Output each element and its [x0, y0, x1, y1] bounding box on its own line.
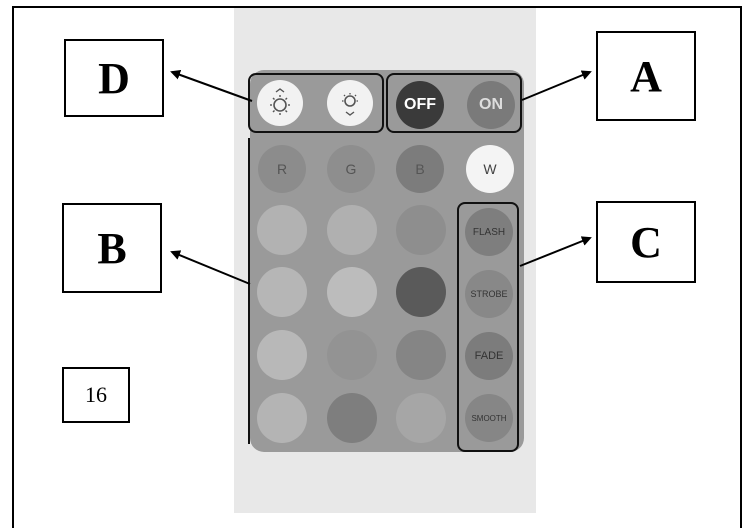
strobe-label: STROBE: [470, 289, 508, 299]
flash-label: FLASH: [472, 226, 506, 238]
fade-button[interactable]: FADE: [465, 332, 513, 380]
off-button[interactable]: OFF: [396, 81, 444, 129]
color-button[interactable]: [257, 267, 307, 317]
page-number-box: 16: [62, 367, 130, 423]
smooth-button[interactable]: SMOOTH: [465, 394, 513, 442]
callout-b: B: [62, 203, 162, 293]
arrow-b: [170, 250, 251, 285]
flash-button[interactable]: FLASH: [465, 208, 513, 256]
callout-arrows: [170, 70, 592, 285]
red-label: R: [276, 161, 288, 177]
off-label: OFF: [404, 96, 436, 113]
arrow-a: [521, 70, 592, 101]
fade-label: FADE: [474, 350, 504, 362]
blue-button[interactable]: B: [396, 145, 444, 193]
group-a-outline: [386, 73, 522, 133]
color-button[interactable]: [396, 393, 446, 443]
green-button[interactable]: G: [327, 145, 375, 193]
green-label: G: [345, 161, 357, 177]
color-button[interactable]: [327, 205, 377, 255]
white-label: W: [483, 161, 497, 177]
remote-body: [250, 70, 524, 452]
color-button[interactable]: [257, 393, 307, 443]
callout-c: C: [596, 201, 696, 283]
callout-d: D: [64, 39, 164, 117]
page-number: 16: [85, 382, 107, 407]
color-button[interactable]: [396, 330, 446, 380]
blue-label: B: [415, 161, 425, 177]
color-button[interactable]: [327, 267, 377, 317]
smooth-label: SMOOTH: [471, 413, 507, 423]
white-button[interactable]: W: [466, 145, 514, 193]
arrow-c: [519, 236, 592, 267]
on-label: ON: [479, 96, 503, 113]
on-button[interactable]: ON: [467, 81, 515, 129]
color-button[interactable]: [396, 267, 446, 317]
group-b-bracket: [248, 138, 260, 444]
red-button[interactable]: R: [258, 145, 306, 193]
group-c-outline: [457, 202, 519, 452]
brightness-down-button[interactable]: [327, 80, 373, 126]
color-button[interactable]: [257, 205, 307, 255]
arrow-d: [170, 70, 253, 102]
color-button[interactable]: [327, 330, 377, 380]
color-button[interactable]: [327, 393, 377, 443]
brightness-up-icon: [270, 88, 290, 115]
callout-a: A: [596, 31, 696, 121]
color-button[interactable]: [396, 205, 446, 255]
strobe-button[interactable]: STROBE: [465, 270, 513, 318]
brightness-down-icon: [342, 93, 358, 116]
color-button[interactable]: [257, 330, 307, 380]
brightness-up-button[interactable]: [257, 80, 303, 126]
figure-frame: [12, 6, 742, 528]
group-d-outline: [248, 73, 384, 133]
